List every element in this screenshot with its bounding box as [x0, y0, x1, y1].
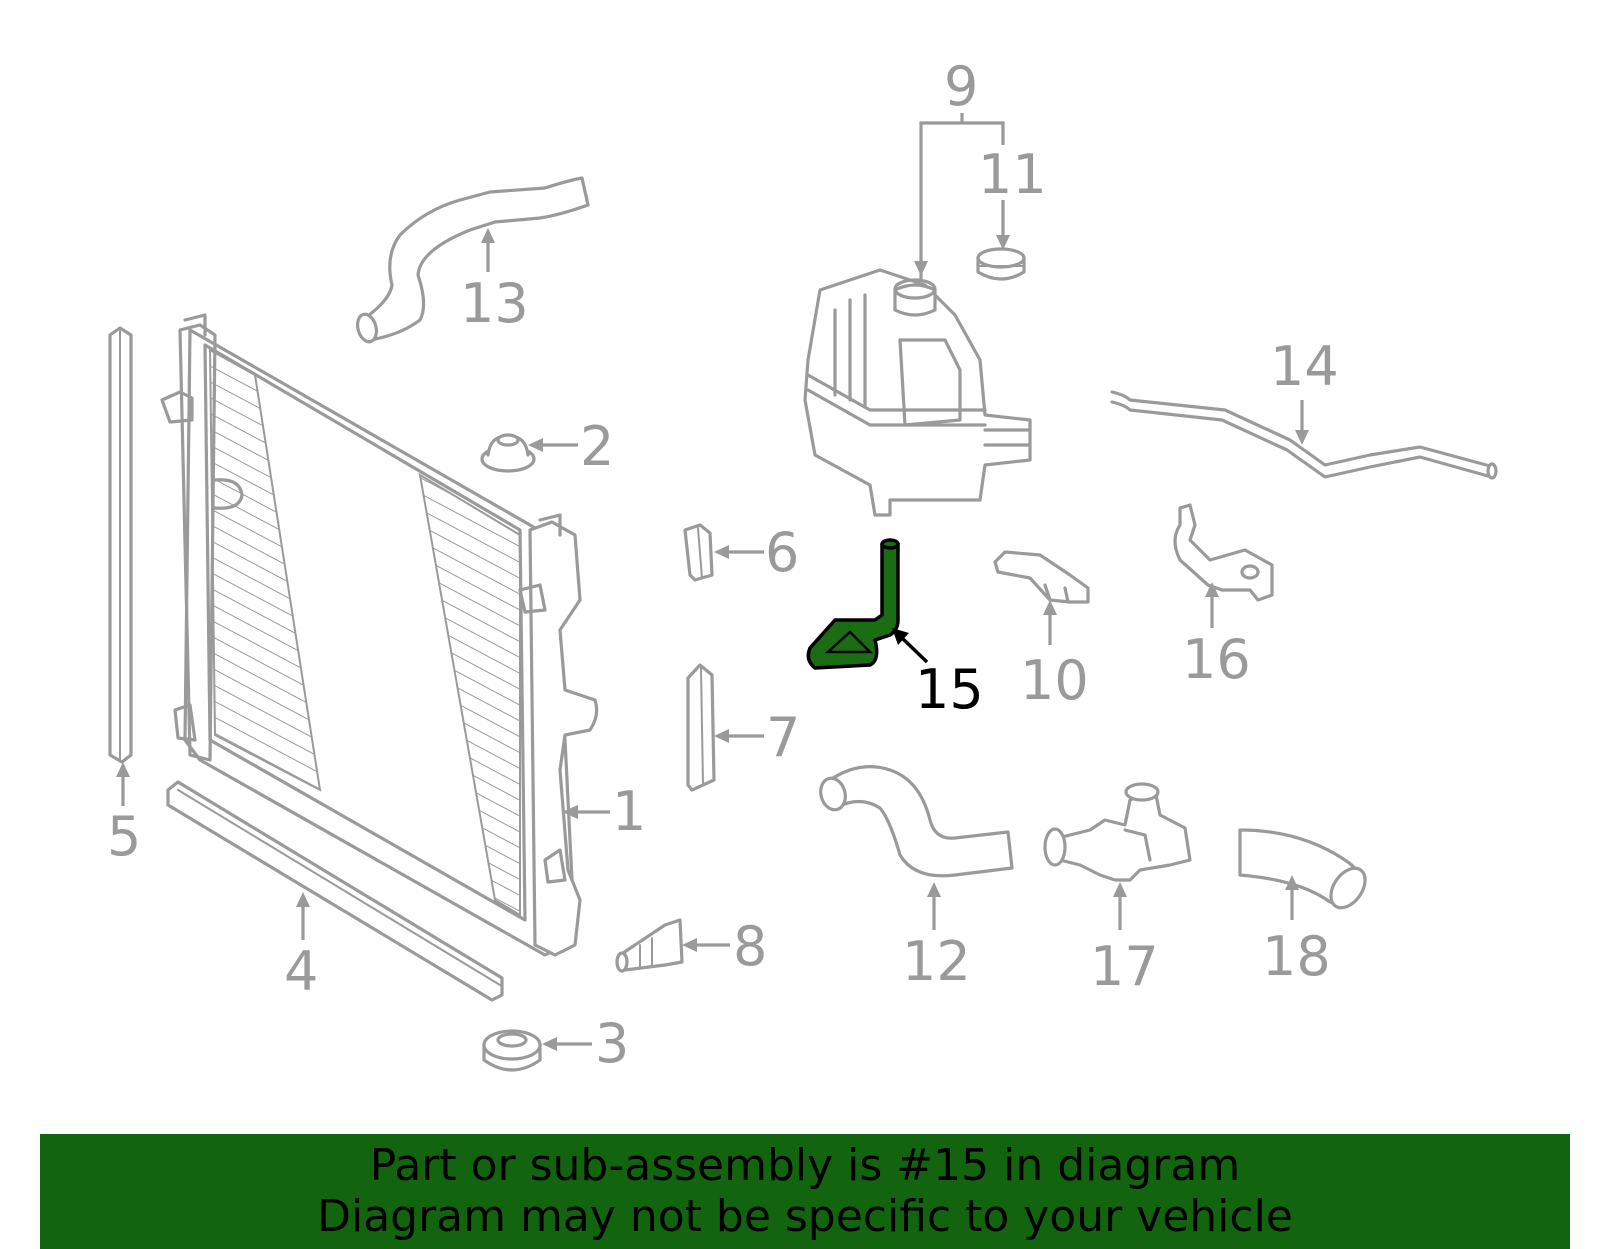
callout-11[interactable]: 11 [978, 143, 1047, 206]
callout-8[interactable]: 8 [733, 915, 767, 978]
callout-17[interactable]: 17 [1090, 935, 1159, 998]
part-16-sensor[interactable] [1173, 503, 1274, 602]
part-9-reservoir-tank[interactable] [803, 268, 1032, 517]
part-18-hose[interactable] [1238, 828, 1372, 914]
callout-2[interactable]: 2 [580, 415, 614, 478]
part-1-radiator[interactable] [160, 313, 599, 957]
callout-5[interactable]: 5 [107, 805, 141, 868]
part-5-seal-strip[interactable] [108, 326, 133, 764]
leader-15 [892, 628, 929, 664]
part-3-cushion[interactable] [482, 1029, 542, 1072]
part-10-bracket[interactable] [993, 550, 1090, 604]
callout-10[interactable]: 10 [1020, 649, 1089, 712]
part-17-thermostat-housing[interactable] [1043, 782, 1192, 882]
part-8-drain-plug[interactable] [615, 918, 684, 973]
callout-numbers: 1 2 3 4 5 6 7 8 9 10 11 12 13 14 15 16 1… [107, 55, 1339, 1075]
callout-3[interactable]: 3 [595, 1012, 629, 1075]
callout-16[interactable]: 16 [1182, 628, 1251, 691]
callout-7[interactable]: 7 [766, 706, 800, 769]
leader-lines [116, 113, 1309, 1051]
callout-13[interactable]: 13 [460, 272, 529, 335]
callout-9[interactable]: 9 [944, 55, 978, 118]
part-13-upper-hose[interactable] [355, 176, 590, 344]
part-12-lower-hose[interactable] [817, 765, 1014, 878]
callout-14[interactable]: 14 [1270, 335, 1339, 398]
callout-1[interactable]: 1 [612, 780, 646, 843]
banner-line-2: Diagram may not be specific to your vehi… [317, 1191, 1293, 1242]
callout-6[interactable]: 6 [765, 521, 799, 584]
part-4-lower-seal[interactable] [166, 780, 504, 1002]
banner-line-1: Part or sub-assembly is #15 in diagram [369, 1140, 1241, 1191]
callout-12[interactable]: 12 [902, 930, 971, 993]
part-11-cap[interactable] [976, 247, 1026, 281]
callout-4[interactable]: 4 [284, 940, 318, 1003]
part-14-pipe[interactable] [1110, 390, 1498, 480]
callout-15[interactable]: 15 [915, 658, 984, 721]
part-15-highlighted-hose[interactable] [806, 538, 900, 670]
info-banner: Part or sub-assembly is #15 in diagram D… [40, 1134, 1570, 1249]
part-6-bracket[interactable] [683, 523, 714, 582]
part-7-seal[interactable] [686, 663, 716, 792]
part-2-grommet[interactable] [480, 433, 536, 473]
callout-18[interactable]: 18 [1262, 925, 1331, 988]
